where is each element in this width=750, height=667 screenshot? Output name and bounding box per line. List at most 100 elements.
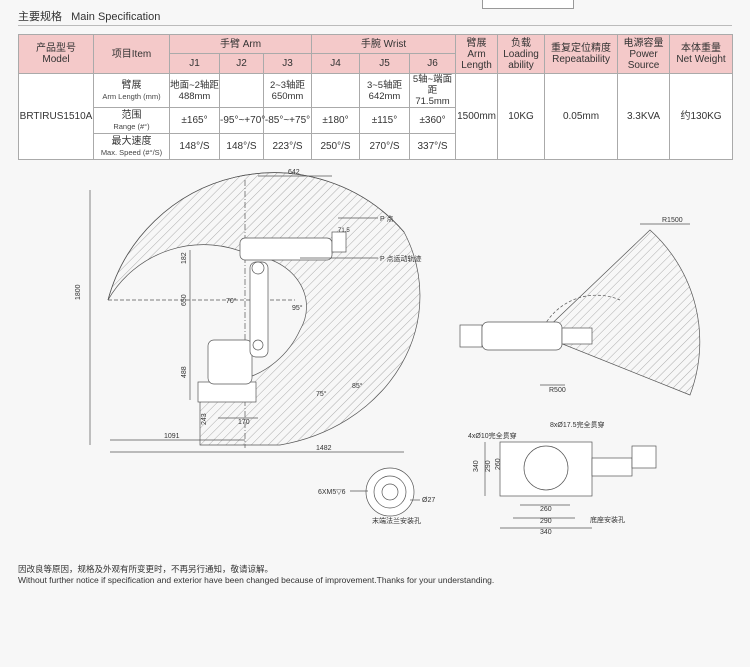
side-view xyxy=(89,172,421,453)
weight-value: 约130KG xyxy=(669,73,734,160)
d27-label: Ø27 xyxy=(422,497,435,504)
flange-outer xyxy=(365,467,415,517)
arm-j4 xyxy=(311,73,361,108)
range-j1: ±165° xyxy=(169,107,220,134)
col-j5: J5 xyxy=(359,53,411,74)
col-j4: J4 xyxy=(311,53,361,74)
col-wrist: 手腕 Wrist xyxy=(311,34,457,54)
flange-caption: 末端法兰安装孔 xyxy=(372,516,421,525)
header-tab xyxy=(482,0,574,9)
robot-waist xyxy=(207,339,253,385)
dim-1482: 1482 xyxy=(316,445,332,452)
robot-base xyxy=(197,381,257,403)
speed-j5: 270°/S xyxy=(359,133,411,160)
repeatability-value: 0.05mm xyxy=(544,73,619,160)
m5-label: 6XM5▽6 xyxy=(318,489,346,496)
dim-488: 488 xyxy=(181,366,188,378)
top-arm xyxy=(481,321,563,351)
range-j5: ±115° xyxy=(359,107,411,134)
model-cell: BRTIRUS1510A xyxy=(18,73,94,160)
dim-170: 170 xyxy=(238,419,250,426)
technical-drawing: 642 71.5 P 点 P 点运动轨迹 1800 182 650 488 24… xyxy=(75,169,701,536)
angle-95: 95° xyxy=(292,304,303,312)
flange-inner xyxy=(381,483,399,501)
power-value: 3.3KVA xyxy=(617,73,671,160)
r500-label: R500 xyxy=(549,387,566,394)
range-j3: -85°~+75° xyxy=(262,107,313,134)
hole-17-label: 8xØ17.5完全贯穿 xyxy=(550,420,604,429)
speed-j1: 148°/S xyxy=(169,133,220,160)
angle-85: 85° xyxy=(352,382,363,390)
dim-182: 182 xyxy=(181,252,188,264)
top-end-flange xyxy=(459,324,483,348)
dim-1800: 1800 xyxy=(75,284,82,300)
speed-j6: 337°/S xyxy=(409,133,457,160)
page-header: 主要规格 Main Specification xyxy=(18,8,160,24)
note-en: Without further notice if specification … xyxy=(18,575,495,585)
outer-arc xyxy=(107,172,405,301)
dim-243: 243 xyxy=(201,413,208,425)
robot-upper-arm xyxy=(239,237,333,261)
joint-3 xyxy=(252,339,264,351)
r1500-label: R1500 xyxy=(662,217,683,224)
arm-j6: 5轴~端面距 71.5mm xyxy=(409,73,457,108)
top-workspace xyxy=(539,229,701,396)
header-title-en: Main Specification xyxy=(71,11,161,23)
arm-j2 xyxy=(219,73,264,108)
col-arm: 手臂 Arm xyxy=(168,34,313,54)
range-j4: ±180° xyxy=(311,107,361,134)
dim-1091: 1091 xyxy=(164,433,180,440)
col-j2: J2 xyxy=(219,53,264,74)
p-point-label: P 点 xyxy=(380,215,394,223)
base-view xyxy=(484,441,657,529)
speed-j4: 250°/S xyxy=(311,133,361,160)
hole-10-label: 4xØ10完全贯穿 xyxy=(468,431,517,440)
load-value: 10KG xyxy=(497,73,546,160)
dim-260-h: 260 xyxy=(540,506,552,513)
dim-340-h: 340 xyxy=(540,529,552,536)
dim-71-5: 71.5 xyxy=(338,228,350,234)
base-caption: 底座安装孔 xyxy=(590,515,625,524)
top-view xyxy=(459,223,701,396)
speed-j2: 148°/S xyxy=(219,133,264,160)
range-j2: -95°~+70° xyxy=(219,107,265,134)
col-j6: J6 xyxy=(409,53,457,74)
dim-642: 642 xyxy=(288,169,300,176)
note-cn: 因改良等原因，规格及外观有所变更时，不再另行通知，敬请谅解。 xyxy=(18,564,274,574)
arm-j1: 地面~2轴距 488mm xyxy=(169,73,220,108)
dim-260-v: 260 xyxy=(495,458,502,470)
angle-70: 70° xyxy=(226,297,237,305)
base-arm xyxy=(591,457,633,477)
base-circle xyxy=(523,445,569,491)
flange-mid xyxy=(373,475,407,509)
col-j1: J1 xyxy=(169,53,220,74)
col-j3: J3 xyxy=(262,53,313,74)
robot-wrist xyxy=(331,231,347,253)
joint-2 xyxy=(251,261,265,275)
reach-value: 1500mm xyxy=(455,73,499,160)
dim-290-h: 290 xyxy=(540,518,552,525)
arm-j3: 2~3轴距 650mm xyxy=(262,73,313,108)
header-rule xyxy=(18,25,732,26)
angle-75: 75° xyxy=(316,390,327,398)
range-j6: ±360° xyxy=(409,107,457,134)
speed-j3: 223°/S xyxy=(262,133,313,160)
col-reach: 臂展 Arm Length xyxy=(455,34,499,74)
dim-290-v: 290 xyxy=(485,460,492,472)
header-title-cn: 主要规格 xyxy=(18,11,62,23)
dim-340-v: 340 xyxy=(473,460,480,472)
flange-view xyxy=(350,467,420,517)
arm-j5: 3~5轴距 642mm xyxy=(359,73,411,108)
top-base xyxy=(561,327,593,345)
p-track-label: P 点运动轨迹 xyxy=(380,254,422,263)
base-end xyxy=(631,445,657,469)
